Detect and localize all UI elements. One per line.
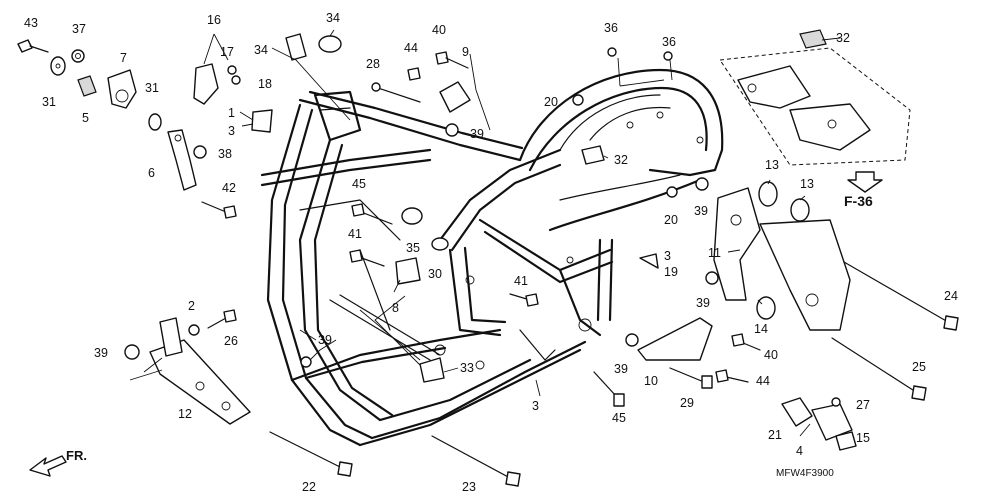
callout-20: 20 [544, 95, 558, 109]
callout-30: 30 [428, 267, 442, 281]
small-parts-lower [124, 309, 521, 487]
front-label: FR. [66, 448, 87, 463]
callout-39d: 39 [614, 362, 628, 376]
callout-22: 22 [302, 480, 316, 494]
callout-19: 19 [664, 265, 678, 279]
callout-34b: 34 [254, 43, 268, 57]
callout-36: 36 [604, 21, 618, 35]
callout-43: 43 [24, 16, 38, 30]
callout-labels: 43 37 31 5 7 16 17 18 1 3 31 38 6 42 34 … [24, 11, 958, 494]
callout-29: 29 [680, 396, 694, 410]
front-direction-arrow [29, 455, 67, 477]
callout-27: 27 [856, 398, 870, 412]
diagram-code: MFW4F3900 [776, 468, 834, 479]
callout-45: 45 [352, 177, 366, 191]
callout-13b: 13 [800, 177, 814, 191]
callout-7: 7 [120, 51, 127, 65]
callout-33: 33 [460, 361, 474, 375]
callout-14: 14 [754, 322, 768, 336]
callout-32b: 32 [614, 153, 628, 167]
callout-4: 4 [796, 444, 803, 458]
callout-17: 17 [220, 45, 234, 59]
callout-37: 37 [72, 22, 86, 36]
callout-38: 38 [218, 147, 232, 161]
callout-20b: 20 [664, 213, 678, 227]
small-parts-left [17, 33, 471, 219]
callout-3: 3 [228, 124, 235, 138]
frame-body [260, 90, 614, 447]
reference-label: F-36 [844, 193, 873, 209]
callout-16: 16 [207, 13, 221, 27]
callout-39c: 39 [696, 296, 710, 310]
callout-39f: 39 [318, 333, 332, 347]
callout-2: 2 [188, 299, 195, 313]
callout-45b: 45 [612, 411, 626, 425]
callout-44b: 44 [756, 374, 770, 388]
callout-35: 35 [406, 241, 420, 255]
callout-3c: 3 [532, 399, 539, 413]
callout-11: 11 [708, 246, 721, 260]
leader-lines [129, 29, 841, 437]
callout-21: 21 [768, 428, 782, 442]
callout-31: 31 [42, 95, 56, 109]
callout-6: 6 [148, 166, 155, 180]
small-parts-center [349, 47, 678, 383]
callout-44: 44 [404, 41, 418, 55]
callout-15: 15 [856, 431, 870, 445]
callout-18: 18 [258, 77, 272, 91]
callout-41b: 41 [514, 274, 528, 288]
callout-32: 32 [836, 31, 850, 45]
callout-25: 25 [912, 360, 926, 374]
callout-26: 26 [224, 334, 238, 348]
callout-8: 8 [392, 301, 399, 315]
callout-40: 40 [432, 23, 446, 37]
callout-39b: 39 [694, 204, 708, 218]
callout-36b: 36 [662, 35, 676, 49]
callout-42: 42 [222, 181, 236, 195]
callout-34: 34 [326, 11, 340, 25]
callout-24: 24 [944, 289, 958, 303]
callout-23: 23 [462, 480, 476, 494]
callout-12: 12 [178, 407, 192, 421]
callout-10: 10 [644, 374, 658, 388]
callout-1: 1 [228, 106, 235, 120]
rear-fender [518, 68, 724, 232]
callout-40b: 40 [764, 348, 778, 362]
callout-39: 39 [470, 127, 484, 141]
small-parts-right [593, 29, 959, 451]
callout-5: 5 [82, 111, 89, 125]
callout-41: 41 [348, 227, 362, 241]
callout-31b: 31 [145, 81, 159, 95]
callout-28: 28 [366, 57, 380, 71]
callout-9: 9 [462, 45, 469, 59]
callout-13: 13 [765, 158, 779, 172]
callout-3b: 3 [664, 249, 671, 263]
callout-39e: 39 [94, 346, 108, 360]
